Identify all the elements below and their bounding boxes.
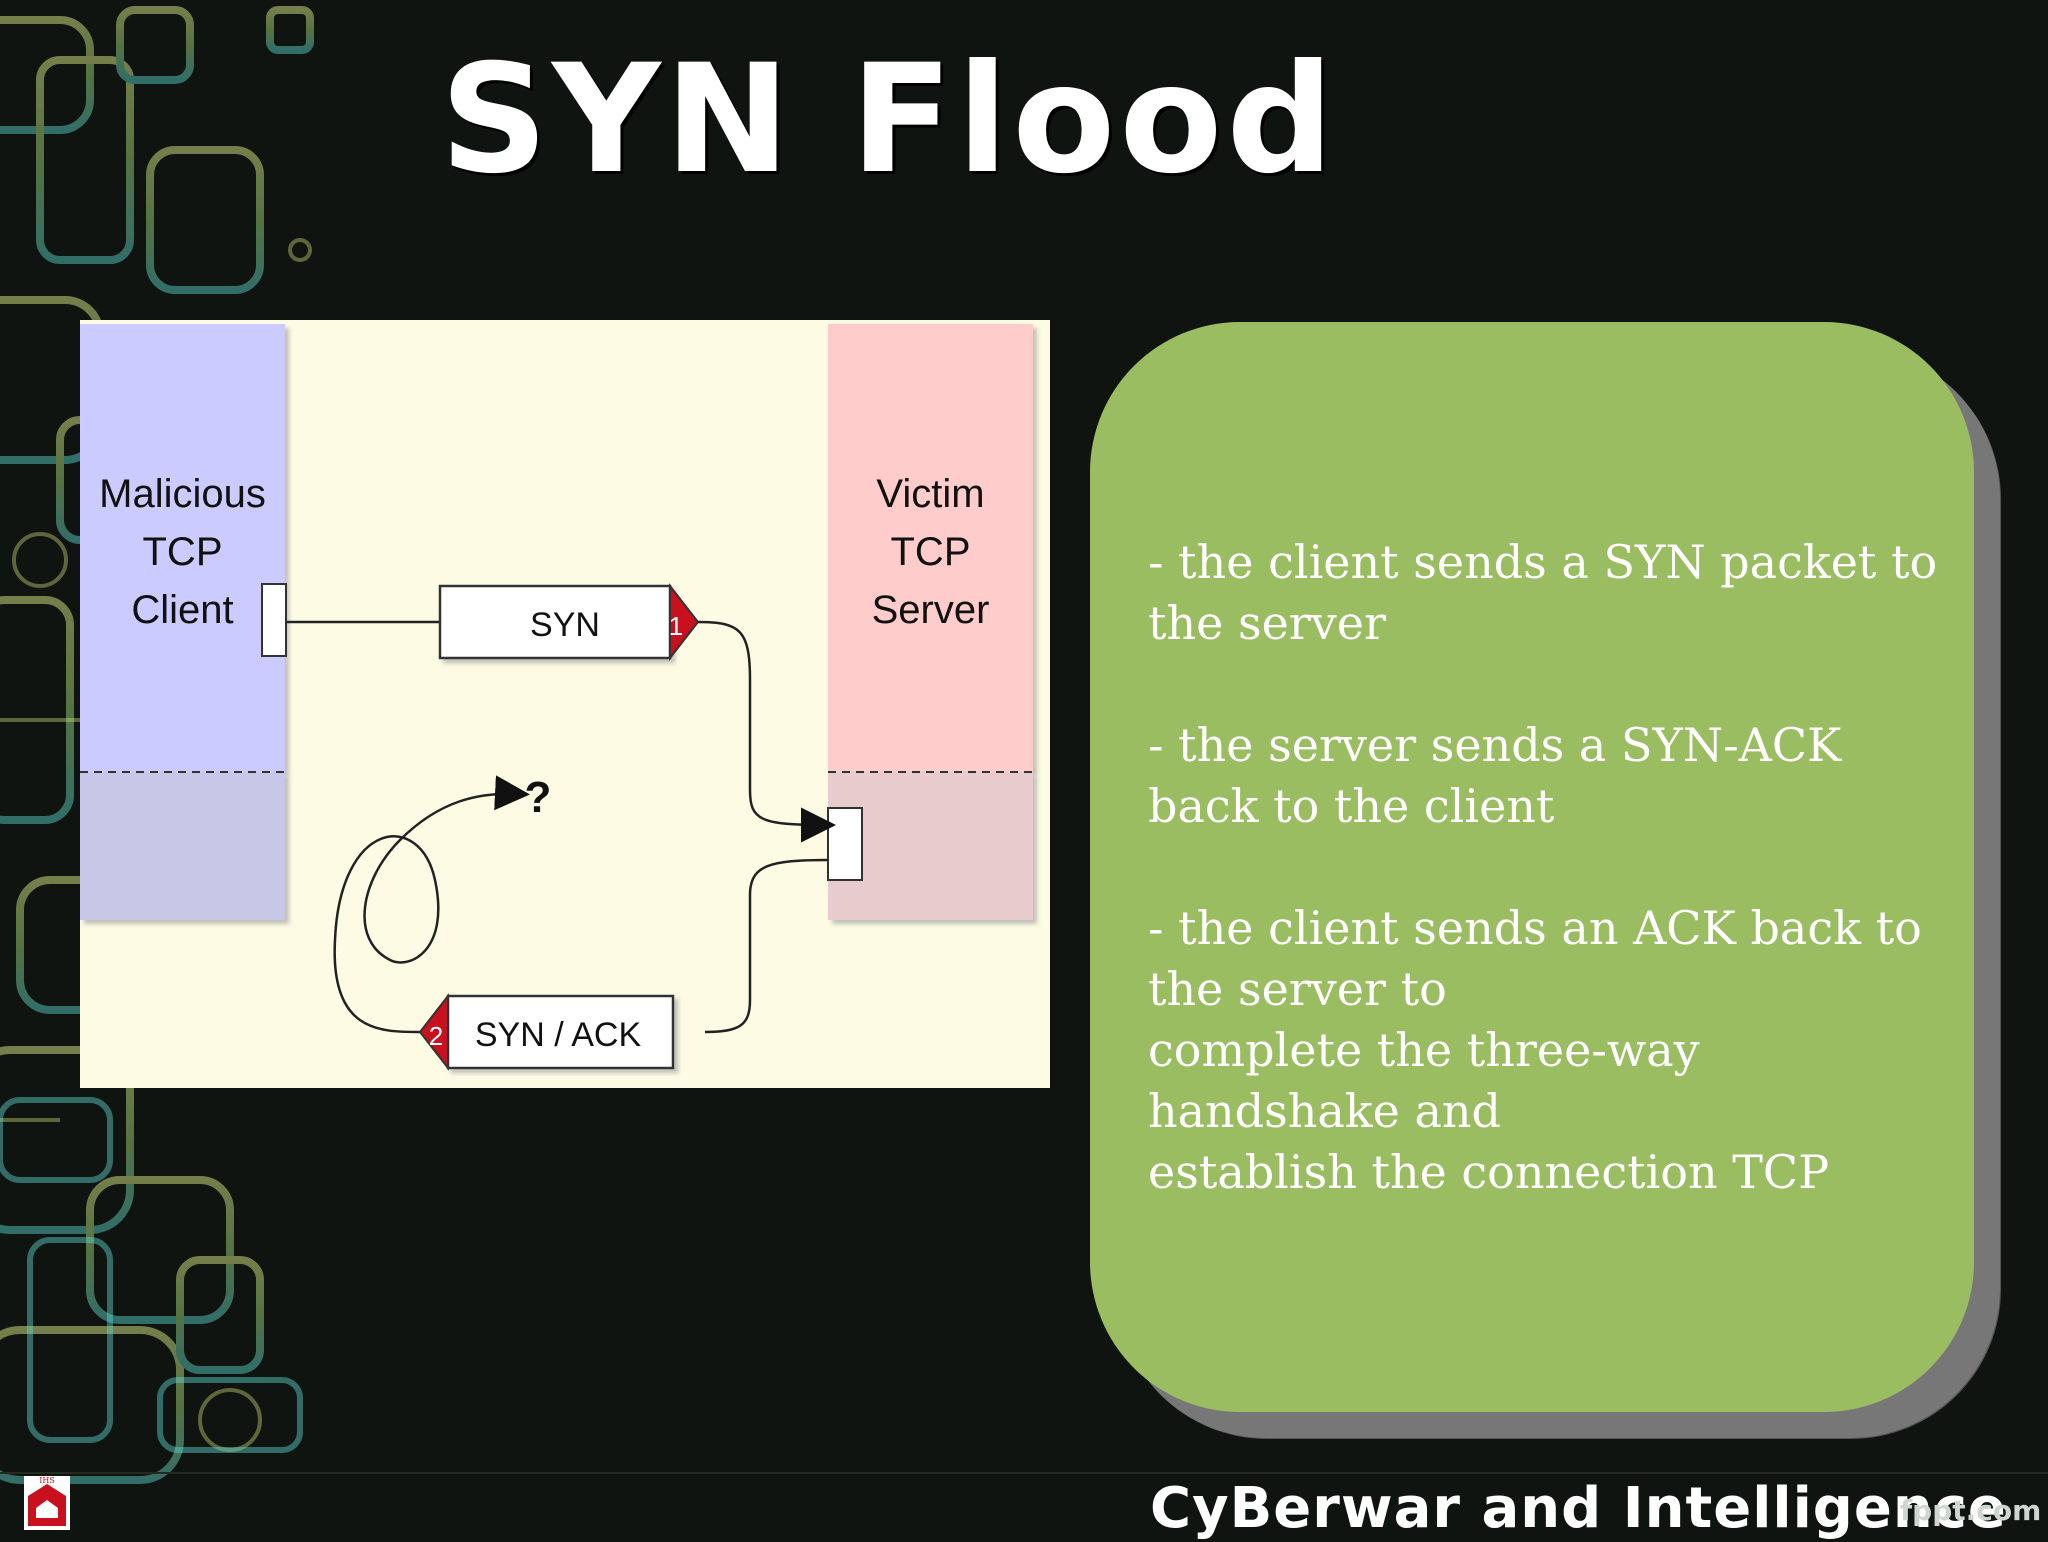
synack-step-number: 2 bbox=[429, 1021, 443, 1051]
footer-divider bbox=[0, 1472, 2048, 1474]
slide-title: SYN Flood bbox=[440, 33, 1338, 207]
synack-packet bbox=[418, 993, 675, 1071]
explanation-line: - the client sends a SYN packet to bbox=[1148, 535, 1938, 589]
synack-line-right bbox=[704, 858, 829, 1034]
explanation-line: - the server sends a SYN-ACK bbox=[1148, 718, 1842, 772]
synack-packet-box bbox=[446, 994, 675, 1070]
client-label-line: Client bbox=[131, 588, 234, 632]
lost-loop-path bbox=[333, 775, 530, 1034]
crest-logo-text: IHS bbox=[39, 1476, 55, 1485]
syn-flood-diagram: SYN 1 SYN / ACK 2 ? Malicious TCP Client… bbox=[80, 320, 1050, 1088]
syn-packet bbox=[438, 583, 700, 661]
server-column bbox=[827, 324, 1033, 920]
client-column-bottom bbox=[80, 772, 285, 920]
server-column-top bbox=[828, 324, 1033, 772]
syn-packet-box bbox=[438, 584, 672, 660]
server-port bbox=[827, 807, 863, 881]
syn-line-right bbox=[697, 620, 836, 843]
footer-title: CyBerwar and Intelligence bbox=[1150, 1476, 2007, 1541]
server-label: Victim TCP Server bbox=[828, 465, 1033, 639]
diagram-canvas: SYN 1 SYN / ACK 2 ? bbox=[80, 324, 1033, 1071]
explanation-line: the server to bbox=[1148, 962, 1447, 1016]
syn-step-badge bbox=[669, 583, 700, 661]
client-label-line: TCP bbox=[142, 530, 223, 574]
crest-logo-icon: IHS bbox=[24, 1476, 70, 1530]
client-port bbox=[261, 583, 287, 657]
client-label-line: Malicious bbox=[99, 472, 266, 516]
explanation-line: the server bbox=[1148, 596, 1386, 650]
lost-question-mark: ? bbox=[525, 773, 552, 822]
explanation-line: back to the client bbox=[1148, 779, 1555, 833]
explanation-line: establish the connection TCP bbox=[1148, 1145, 1830, 1199]
syn-step-number: 1 bbox=[669, 611, 683, 641]
explanation-paragraph: - the client sends a SYN packet to the s… bbox=[1148, 532, 1958, 654]
explanation-paragraph: - the server sends a SYN-ACK back to the… bbox=[1148, 715, 1958, 837]
explanation-line: handshake and bbox=[1148, 1084, 1501, 1138]
client-label: Malicious TCP Client bbox=[80, 465, 285, 639]
explanation-paragraph: - the client sends an ACK back to the se… bbox=[1148, 898, 1958, 1203]
client-column bbox=[80, 324, 287, 920]
server-label-line: Victim bbox=[876, 472, 985, 516]
server-label-line: Server bbox=[871, 588, 990, 632]
server-label-line: TCP bbox=[890, 530, 971, 574]
syn-label: SYN bbox=[530, 606, 600, 644]
footer-brand: fppt.com bbox=[1900, 1494, 2042, 1527]
explanation-line: - the client sends an ACK back to bbox=[1148, 901, 1922, 955]
synack-label: SYN / ACK bbox=[475, 1016, 642, 1054]
synack-step-badge bbox=[418, 993, 449, 1071]
explanation-bubble: - the client sends a SYN packet to the s… bbox=[1090, 322, 1974, 1412]
explanation-text: - the client sends a SYN packet to the s… bbox=[1148, 532, 1958, 1264]
explanation-line: complete the three-way bbox=[1148, 1023, 1700, 1077]
client-column-top bbox=[80, 324, 285, 772]
